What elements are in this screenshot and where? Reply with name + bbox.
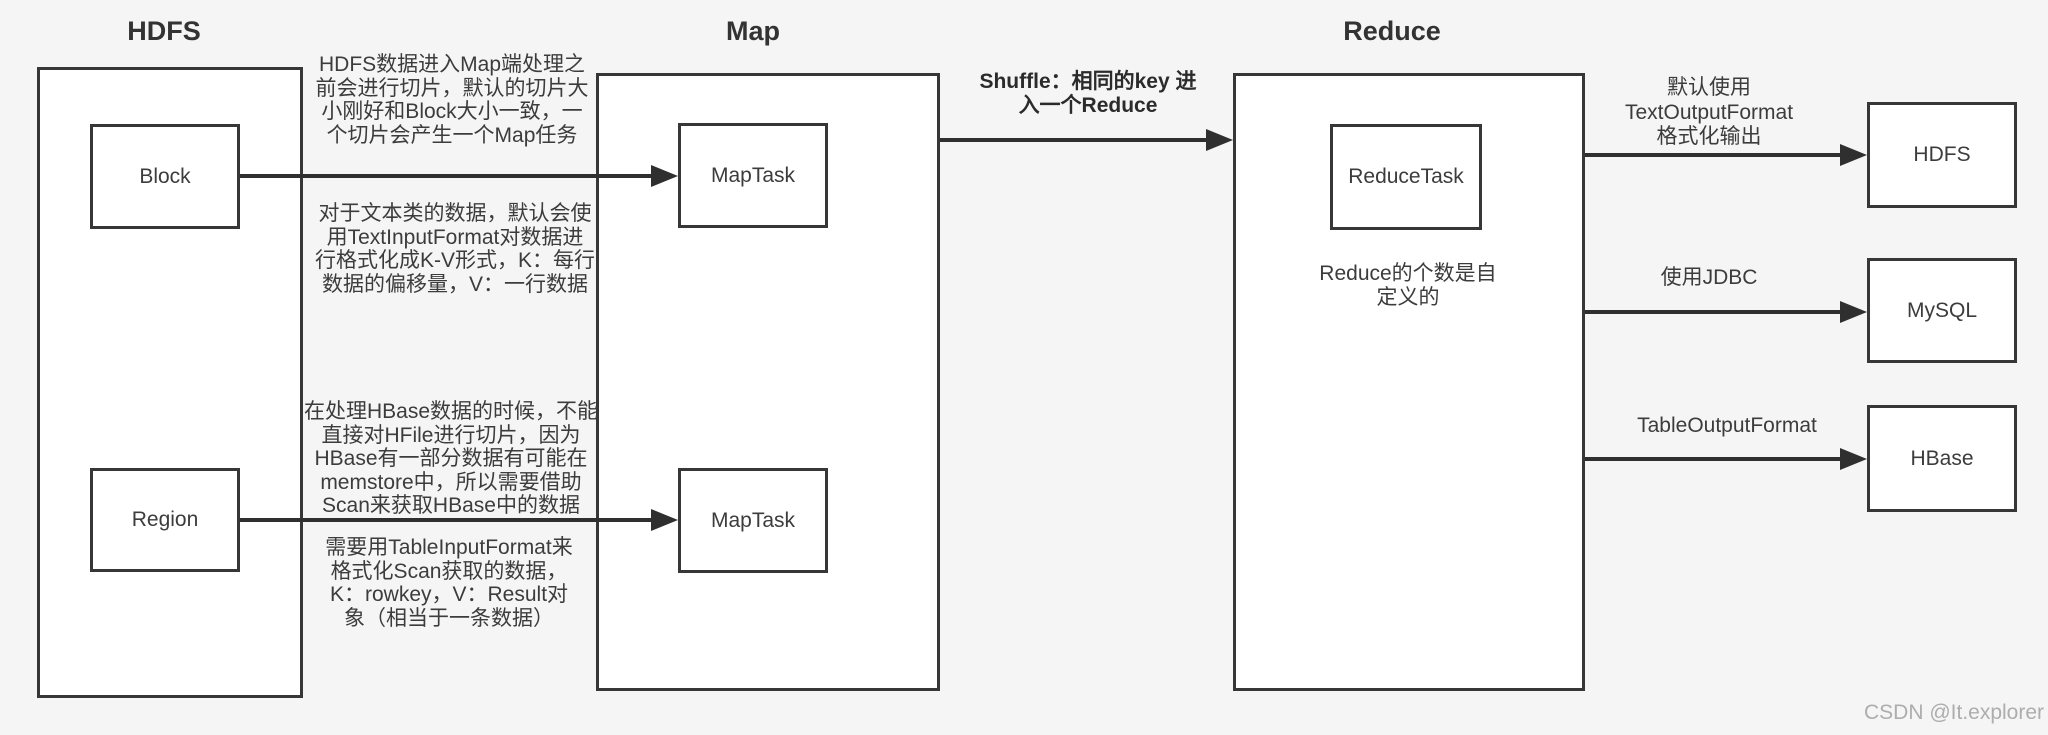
reduce-column-title: Reduce [1343, 16, 1441, 46]
region-node-label: Region [131, 508, 199, 531]
hdfs-output-node-label: HDFS [1913, 143, 1971, 166]
hdfs-output-node: HDFS [1867, 102, 2017, 208]
mysql-output-node: MySQL [1867, 258, 2017, 363]
arrow-shaft [240, 174, 655, 178]
shuffle-note: Shuffle：相同的key 进 入一个Reduce [979, 70, 1197, 117]
text-input-format-note: 对于文本类的数据，默认会使 用TextInputFormat对数据进 行格式化成… [314, 202, 595, 296]
arrow-shaft [940, 138, 1210, 142]
maptask-node-top-label: MapTask [710, 163, 796, 187]
reducetask-node-label: ReduceTask [1348, 165, 1464, 188]
arrow-head-icon [1206, 129, 1233, 151]
text-output-format-note: 默认使用 TextOutputFormat 格式化输出 [1624, 76, 1794, 148]
arrow-head-icon [651, 165, 678, 187]
arrow-head-icon [1840, 301, 1867, 323]
arrow-head-icon [1840, 144, 1867, 166]
reducetask-node: ReduceTask [1330, 124, 1482, 230]
maptask-node-top: MapTask [678, 123, 828, 228]
maptask-node-bottom-label: MapTask [710, 508, 796, 532]
block-node: Block [90, 124, 240, 229]
hdfs-column-title: HDFS [127, 16, 201, 46]
arrow-shaft [1585, 153, 1844, 157]
region-node: Region [90, 468, 240, 572]
hbase-scan-note: 在处理HBase数据的时候，不能 直接对HFile进行切片，因为 HBase有一… [303, 400, 599, 517]
arrow-head-icon [1840, 448, 1867, 470]
jdbc-note: 使用JDBC [1660, 266, 1758, 289]
hbase-output-node: HBase [1867, 405, 2017, 512]
table-output-format-note: TableOutputFormat [1637, 414, 1817, 437]
arrow-shaft [240, 518, 655, 522]
hbase-output-node-label: HBase [1910, 446, 1974, 470]
maptask-node-bottom: MapTask [678, 468, 828, 573]
mysql-output-node-label: MySQL [1906, 298, 1977, 322]
reduce-count-note: Reduce的个数是自 定义的 [1319, 262, 1497, 309]
table-input-format-note: 需要用TableInputFormat来 格式化Scan获取的数据， K：row… [325, 536, 573, 630]
arrow-shaft [1585, 457, 1844, 461]
block-node-label: Block [139, 164, 191, 188]
arrow-shaft [1585, 310, 1844, 314]
watermark: CSDN @It.explorer [1864, 701, 2045, 724]
arrow-head-icon [651, 509, 678, 531]
split-note: HDFS数据进入Map端处理之 前会进行切片，默认的切片大 小刚好和Block大… [315, 53, 589, 147]
map-column-title: Map [726, 16, 780, 46]
